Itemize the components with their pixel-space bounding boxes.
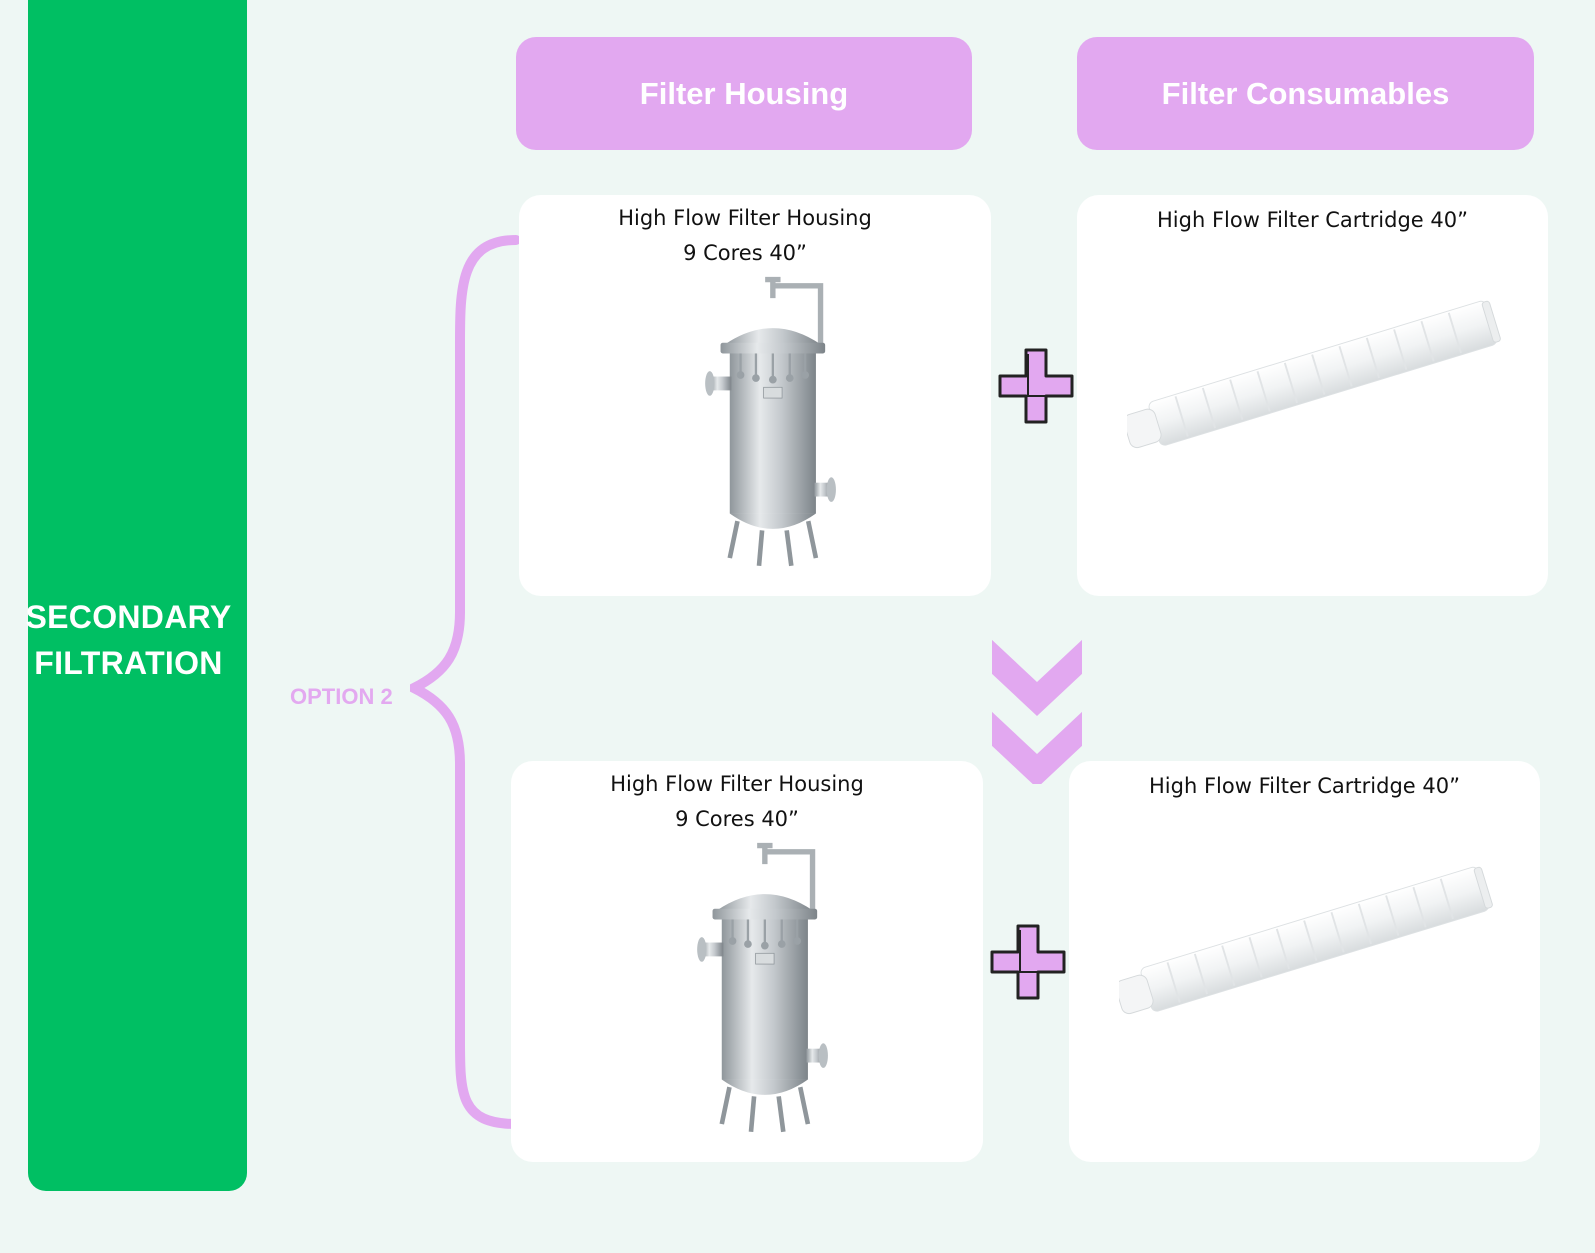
filter-housing-vessel-icon [669,275,869,575]
filter-cartridge-icon [1127,297,1503,456]
plus-icon [998,348,1074,424]
plus-icon [990,924,1066,1000]
cartridge-card-title: High Flow Filter Cartridge 40” [1149,774,1460,798]
header-filter-housing-label: Filter Housing [639,75,849,111]
housing-card: High Flow Filter Housing 9 Cores 40” [511,761,983,1162]
housing-card-title: High Flow Filter Housing 9 Cores 40” [618,206,872,265]
header-filter-consumables: Filter Consumables [1077,37,1534,150]
filter-housing-vessel-icon [661,841,861,1141]
cartridge-card-title: High Flow Filter Cartridge 40” [1157,208,1468,232]
chevron-down-icon [992,639,1082,784]
header-filter-housing: Filter Housing [516,37,972,150]
filter-cartridge-icon [1119,863,1495,1022]
housing-card-title: High Flow Filter Housing 9 Cores 40” [610,772,864,831]
grouping-brace [410,235,521,1129]
cartridge-card: High Flow Filter Cartridge 40” [1077,195,1548,596]
section-sidebar: SECONDARY FILTRATION [25,0,247,1191]
housing-card: High Flow Filter Housing 9 Cores 40” [519,195,991,596]
header-filter-consumables-label: Filter Consumables [1161,75,1450,111]
cartridge-card: High Flow Filter Cartridge 40” [1069,761,1540,1162]
section-title: SECONDARY FILTRATION [25,598,232,681]
option-label: OPTION 2 [290,684,393,709]
